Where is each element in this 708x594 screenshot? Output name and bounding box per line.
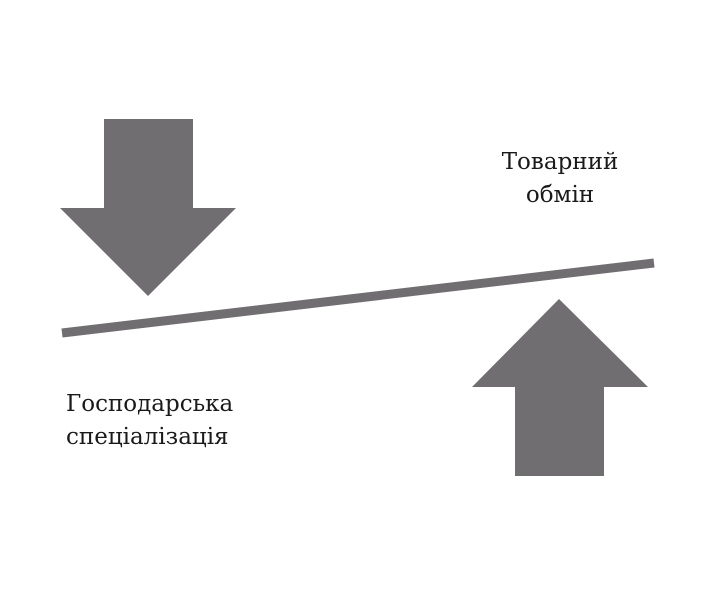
balance-beam [61, 258, 655, 338]
label-goods-exchange-line1: Товарний [501, 149, 619, 175]
label-economic-specialization: Господарська спеціалізація [66, 388, 306, 454]
label-goods-exchange-line2: обмін [525, 182, 595, 208]
label-goods-exchange: Товарний обмін [490, 146, 630, 212]
label-economic-specialization-line2: спеціалізація [66, 424, 229, 450]
up-arrow-icon [472, 299, 648, 476]
label-economic-specialization-line1: Господарська [66, 391, 234, 417]
down-arrow-icon [60, 119, 236, 296]
